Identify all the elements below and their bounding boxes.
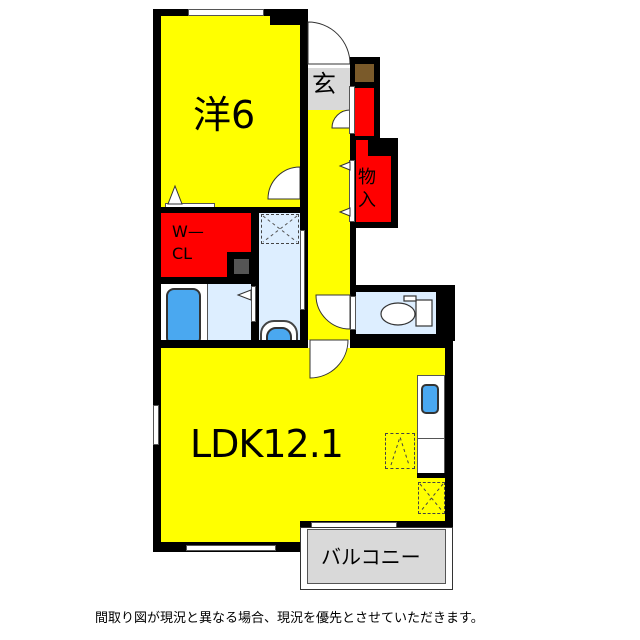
western-room-window (188, 9, 264, 16)
door-arrow-icon (338, 207, 351, 217)
refrigerator-x-icon (419, 483, 444, 513)
western-room-label: 洋6 (193, 93, 256, 137)
kitchen-divider (417, 438, 445, 439)
bath-door-rail (251, 286, 256, 322)
washroom-door-rail (300, 230, 305, 310)
storage-door-rail (349, 160, 355, 222)
western-room-corner-wall (270, 16, 300, 25)
ldk-bottom-notch (276, 540, 306, 552)
toilet-door-icon (315, 294, 351, 330)
storage-closet-main (356, 156, 391, 222)
toilet-icon (380, 295, 433, 327)
hall-closet-door-icon (331, 109, 351, 129)
hall-closet-door-rail (349, 86, 355, 134)
entrance-label: 玄 (312, 70, 336, 98)
washing-machine-space (261, 214, 299, 244)
hall-closet[interactable] (355, 88, 374, 136)
wic-label-2: CL (172, 244, 193, 263)
western-room (161, 16, 300, 207)
kitchen-bottom-wall (417, 473, 445, 478)
balcony[interactable] (307, 529, 446, 584)
wic-label-1: W— (172, 222, 204, 241)
shoe-cabinet-fill (355, 64, 374, 82)
storage-label-1: 物 (358, 167, 376, 188)
entrance[interactable] (308, 68, 350, 110)
refrigerator-space (418, 482, 445, 514)
ldk-yellow-fix (161, 521, 300, 542)
kitchen-sink (421, 384, 439, 414)
floorplan: 洋6 玄 物 入 W— CL (153, 9, 455, 590)
door-arrow-icon (338, 161, 351, 171)
ldk-bottom-window (186, 545, 276, 551)
stove-triangle-icon (390, 435, 410, 466)
storage-label-2: 入 (358, 190, 376, 211)
ldk-side-window (153, 405, 159, 445)
stove-space (385, 433, 415, 469)
hallway-wall-left (300, 60, 308, 342)
ldk[interactable] (161, 348, 445, 542)
ldk-door-icon[interactable] (308, 338, 350, 380)
balcony-label: バルコニー (321, 545, 421, 569)
door-arrow-icon (236, 289, 252, 301)
washing-machine-x-icon (262, 215, 298, 243)
entrance-door-icon[interactable] (306, 20, 352, 65)
pipe-space-box (234, 259, 249, 274)
bathtub (166, 288, 201, 346)
ldk-label: LDK12.1 (190, 422, 344, 466)
footer-disclaimer: 間取り図が現況と異なる場合、現況を優先とさせていただきます。 (95, 611, 484, 626)
door-arrow-icon (167, 184, 183, 205)
western-room-door-icon (267, 166, 301, 200)
